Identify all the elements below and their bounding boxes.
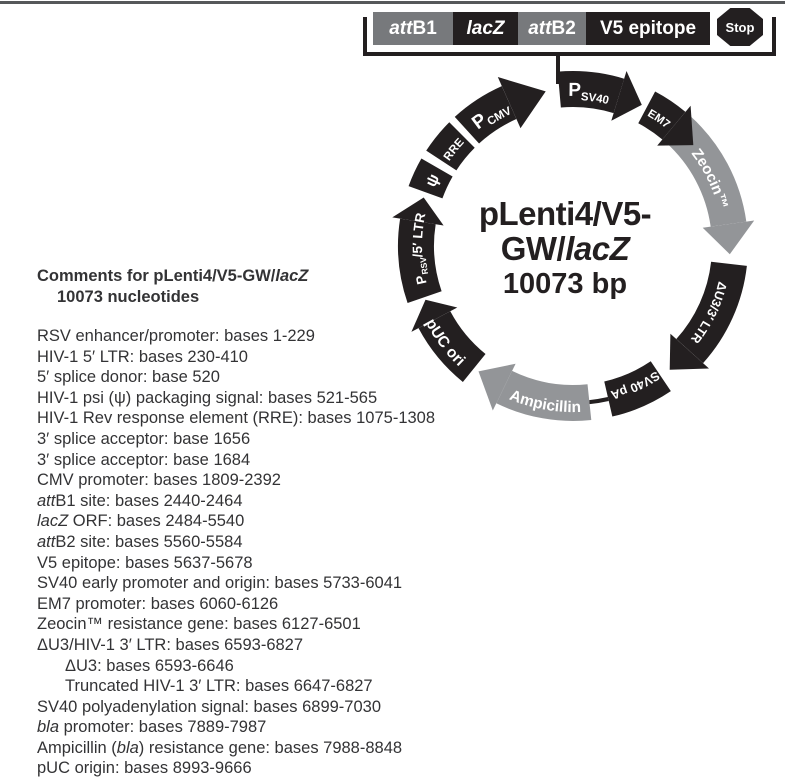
comment-line: ΔU3/HIV-1 3′ LTR: bases 6593-6827 <box>37 635 304 654</box>
comment-line: EM7 promoter: bases 6060-6126 <box>37 594 279 613</box>
comment-line: RSV enhancer/promoter: bases 1-229 <box>37 327 315 345</box>
comment-line: bla promoter: bases 7889-7987 <box>37 718 267 737</box>
stop-label: Stop <box>725 19 755 35</box>
comment-line: ΔU3: bases 6593-6646 <box>65 656 234 675</box>
p-rsv-5-ltr-arrowhead <box>392 197 444 226</box>
ampicillin-arrowhead <box>478 363 516 411</box>
comment-line: HIV-1 5′ LTR: bases 230-410 <box>37 347 248 366</box>
comment-line: HIV-1 psi (ψ) packaging signal: bases 52… <box>37 388 378 407</box>
comment-line: Ampicillin (bla) resistance gene: bases … <box>37 738 403 757</box>
comment-line: 5′ splice donor: base 520 <box>37 368 220 387</box>
p-cmv-arrowhead <box>497 77 546 129</box>
plasmid-title: pLenti4/V5- GW/lacZ 10073 bp <box>440 196 690 301</box>
p-sv40-arrowhead <box>611 71 642 121</box>
plasmid-name-line1: pLenti4/V5- <box>478 195 652 232</box>
segment-delta-u3-3-ltr <box>676 261 747 364</box>
plasmid-name-line2: GW/lacZ <box>500 230 630 267</box>
comment-line: SV40 early promoter and origin: bases 57… <box>37 574 403 593</box>
comment-line: 3′ splice acceptor: base 1684 <box>37 450 251 469</box>
plasmid-size: 10073 bp <box>502 268 628 300</box>
comment-line: Truncated HIV-1 3′ LTR: bases 6647-6827 <box>65 677 373 696</box>
segment-psi <box>408 158 453 199</box>
comment-line: CMV promoter: bases 1809-2392 <box>37 471 281 490</box>
cassette-bracket <box>363 17 776 56</box>
comment-line: V5 epitope: bases 5637-5678 <box>37 553 253 572</box>
comment-line: Zeocin™ resistance gene: bases 6127-6501 <box>37 615 361 634</box>
lacz-box: lacZ <box>453 12 518 45</box>
segment-puc-ori <box>418 310 486 382</box>
comments-subheader: 10073 nucleotides <box>57 288 200 306</box>
comment-line: pUC origin: bases 8993-9666 <box>37 759 252 778</box>
segment-p-rsv-5-ltr <box>398 218 442 303</box>
comment-line: HIV-1 Rev response element (RRE): bases … <box>37 409 436 428</box>
comments-header: Comments for pLenti4/V5-GW/lacZ <box>37 267 309 285</box>
delta-u3-3-ltr-arrowhead <box>669 333 709 370</box>
v5-epitope-box: V5 epitope <box>586 12 710 45</box>
segment-p-cmv <box>454 86 517 144</box>
segment-em7 <box>637 91 686 140</box>
zeocin-arrowhead <box>702 220 755 255</box>
page-top-border <box>0 1 785 4</box>
comment-line: attB1 site: bases 2440-2464 <box>37 491 243 510</box>
comment-line: lacZ ORF: bases 2484-5540 <box>37 512 245 531</box>
stop-sign: Stop <box>717 8 763 46</box>
comments-section: Comments for pLenti4/V5-GW/lacZ 10073 nu… <box>37 266 435 779</box>
comment-line: SV40 polyadenylation signal: bases 6899-… <box>37 697 382 716</box>
segment-ampicillin <box>496 370 592 421</box>
segment-connector <box>589 397 609 405</box>
p-sv40-label: PSV40 <box>568 80 610 107</box>
segment-p-sv40 <box>557 71 625 114</box>
comment-line: attB2 site: bases 5560-5584 <box>37 532 243 551</box>
cassette-connector-line <box>556 56 560 84</box>
p-rsv-5-ltr-label: PRSV/5′ LTR <box>410 211 430 286</box>
puc-ori-arrowhead <box>411 299 458 332</box>
segment-rre <box>426 122 476 171</box>
comment-line: 3′ splice acceptor: base 1656 <box>37 429 251 448</box>
segment-sv40-pa <box>603 361 671 417</box>
em7-arrowhead <box>657 105 694 146</box>
